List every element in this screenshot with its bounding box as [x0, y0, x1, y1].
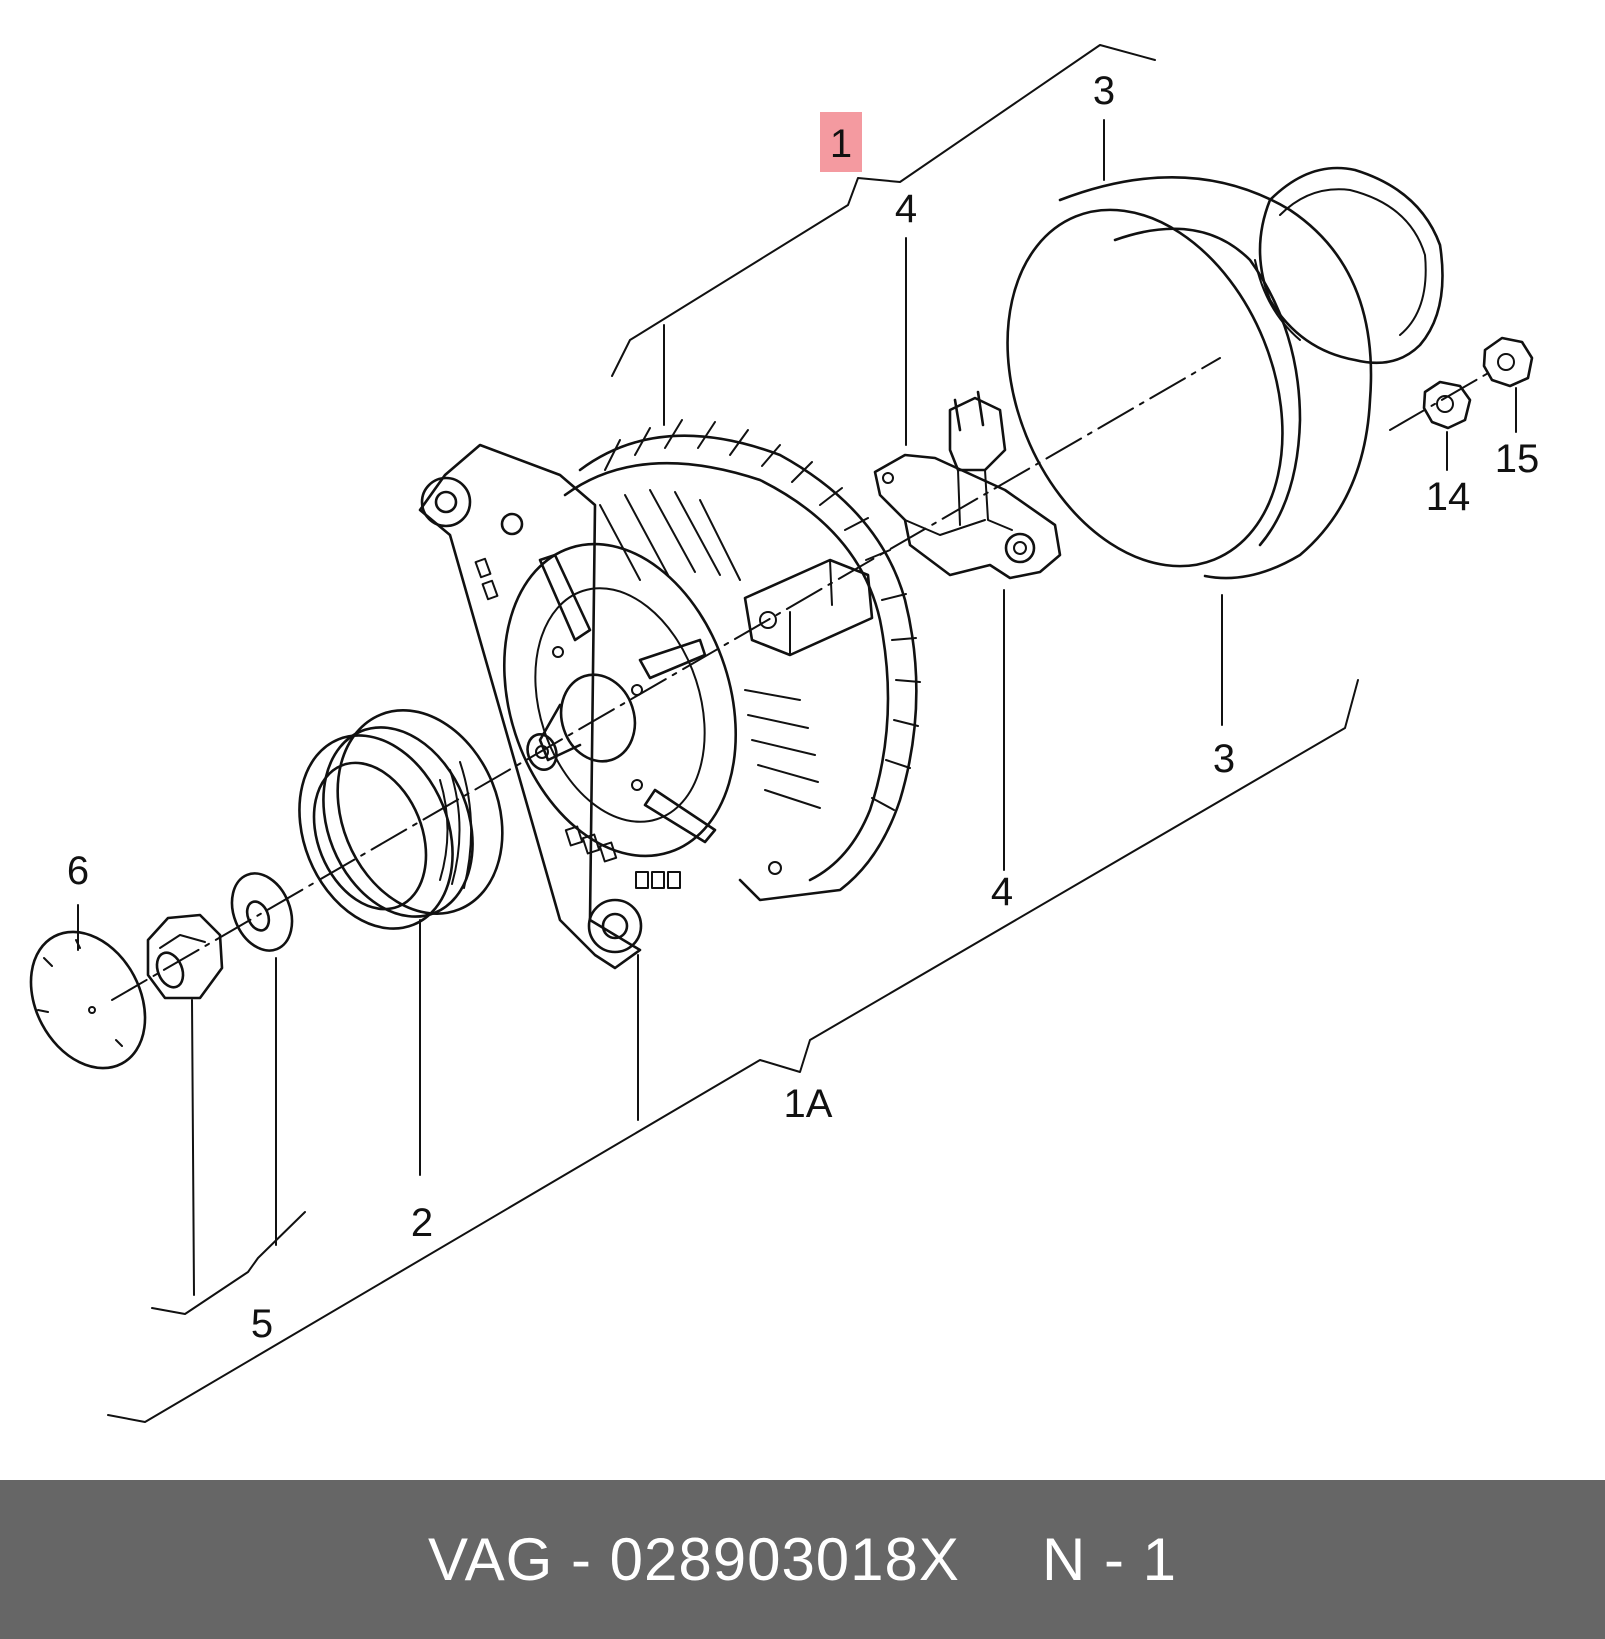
alternator-body: [418, 419, 921, 970]
callout-15[interactable]: 15: [1495, 437, 1540, 481]
callout-labels: 1 3 3 4 4 6 2 5 1A 14 15: [67, 69, 1539, 1346]
bracket-group-1: [611, 44, 1156, 426]
callout-3-top[interactable]: 3: [1093, 69, 1115, 113]
nut: [146, 913, 224, 1000]
voltage-regulator: [873, 390, 1062, 580]
washer: [230, 872, 294, 952]
assembly-axis-line: [111, 357, 1491, 1001]
callout-5[interactable]: 5: [251, 1302, 273, 1346]
cap: [29, 930, 147, 1070]
part-number-footer: VAG - 028903018X N - 1: [0, 1480, 1605, 1639]
callout-4-top[interactable]: 4: [895, 187, 917, 231]
leader-lines: [77, 119, 1517, 1296]
callout-1[interactable]: 1: [830, 122, 852, 166]
brand-part-number: VAG - 028903018X: [428, 1526, 960, 1593]
callout-3-bottom[interactable]: 3: [1213, 737, 1235, 781]
cover: [1006, 166, 1444, 580]
callout-14[interactable]: 14: [1426, 475, 1471, 519]
callout-2[interactable]: 2: [411, 1201, 433, 1245]
pulley: [298, 709, 504, 930]
diagram-position: N - 1: [1041, 1526, 1177, 1593]
callout-1a[interactable]: 1A: [784, 1082, 833, 1126]
bracket-group-5: [151, 1211, 306, 1315]
alternator-exploded-diagram: 1 3 3 4 4 6 2 5 1A 14 15: [29, 44, 1539, 1423]
nut-14: [1422, 380, 1472, 430]
callout-6[interactable]: 6: [67, 849, 89, 893]
nut-15: [1482, 336, 1534, 388]
callout-1-highlight: [820, 112, 862, 172]
bracket-group-1a: [107, 679, 1359, 1423]
callout-4-bottom[interactable]: 4: [991, 870, 1013, 914]
